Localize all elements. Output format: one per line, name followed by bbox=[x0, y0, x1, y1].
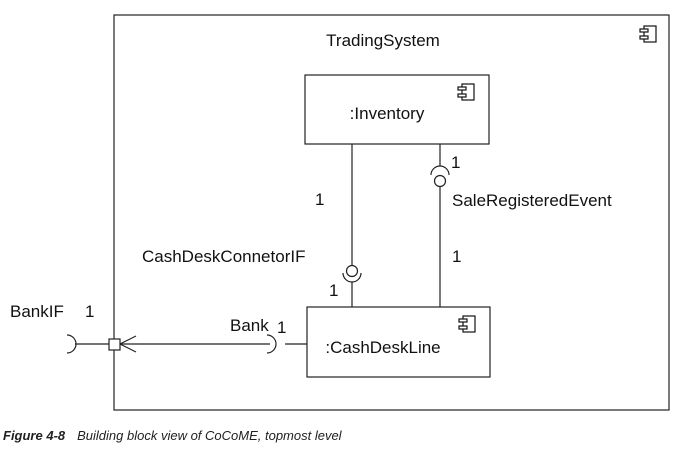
cashdesk-connector-if-label: CashDeskConnetorIF bbox=[142, 247, 305, 266]
sale-event-bottom-multiplicity: 1 bbox=[452, 247, 461, 266]
sale-event-top-multiplicity: 1 bbox=[451, 153, 460, 172]
sale-registered-event-label: SaleRegisteredEvent bbox=[452, 191, 612, 210]
bank-multiplicity: 1 bbox=[277, 318, 286, 337]
bank-delegation-link bbox=[118, 334, 307, 354]
cashdeskline-name: :CashDeskLine bbox=[325, 338, 440, 357]
figure-caption-text: Building block view of CoCoME, topmost l… bbox=[77, 428, 342, 443]
figure-number: Figure 4-8 bbox=[3, 428, 66, 443]
bank-label: Bank bbox=[230, 316, 269, 335]
inventory-link-multiplicity: 1 bbox=[315, 190, 324, 209]
trading-system-title: TradingSystem bbox=[326, 31, 440, 50]
inventory-name: :Inventory bbox=[350, 104, 425, 123]
component-icon bbox=[458, 315, 476, 333]
bank-if-interface bbox=[66, 334, 109, 354]
trading-system-box bbox=[113, 14, 670, 411]
bank-if-label: BankIF bbox=[10, 302, 64, 321]
component-diagram: TradingSystem :Inventory :CashDeskLine 1… bbox=[10, 14, 670, 411]
component-icon bbox=[639, 25, 657, 43]
cashdesk-connector-multiplicity: 1 bbox=[329, 281, 338, 300]
bank-if-multiplicity: 1 bbox=[85, 302, 94, 321]
bank-port bbox=[108, 338, 121, 351]
sale-registered-event-link bbox=[430, 144, 450, 307]
cashdesk-connector-link bbox=[342, 144, 362, 307]
cashdeskline-component bbox=[306, 306, 491, 378]
component-icon bbox=[457, 83, 475, 101]
figure-caption: Figure 4-8 Building block view of CoCoME,… bbox=[3, 428, 342, 443]
